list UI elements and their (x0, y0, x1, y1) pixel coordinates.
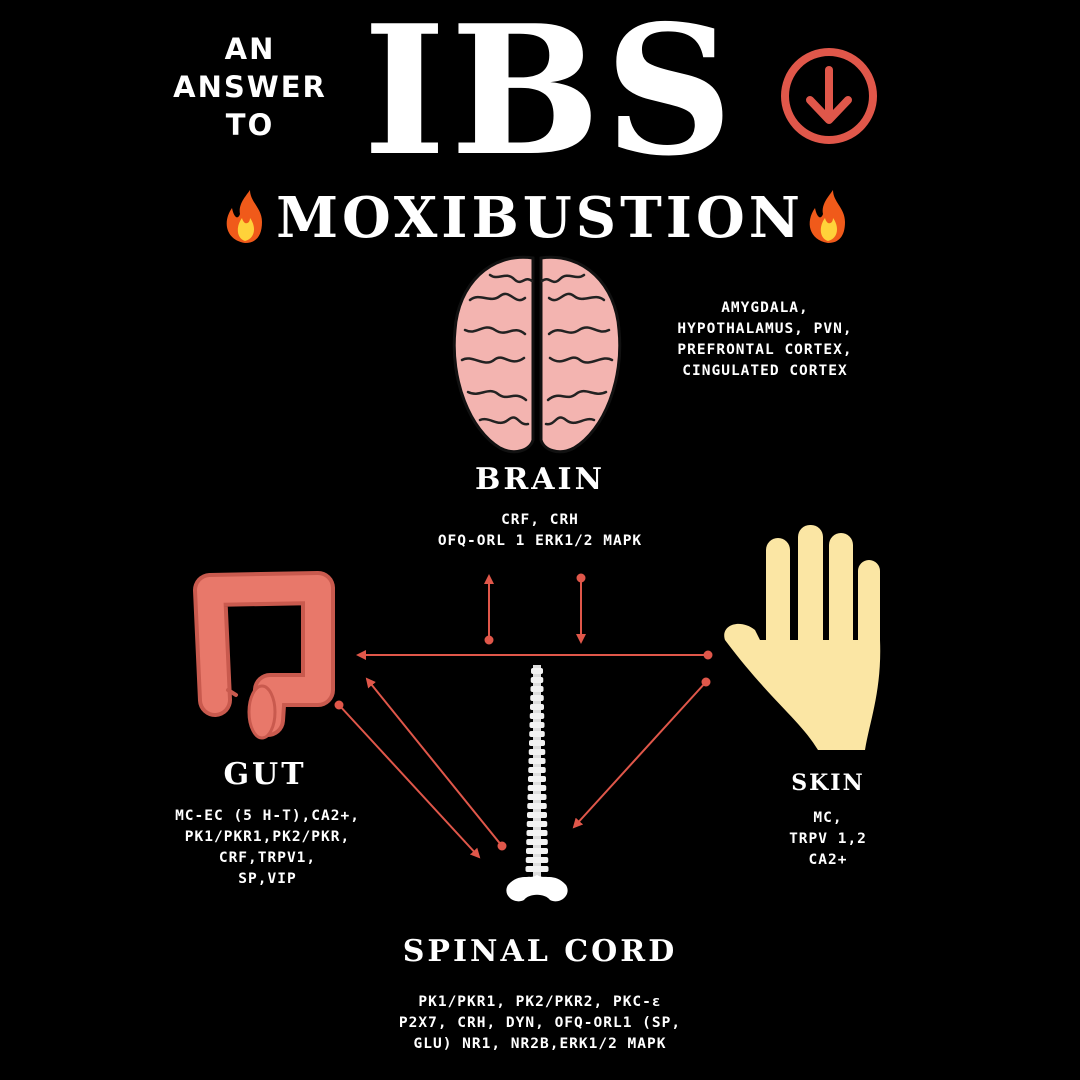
marker: CRF, CRH (501, 512, 579, 528)
brain-regions: AMYGDALA, HYPOTHALAMUS, PVN, PREFRONTAL … (640, 298, 890, 382)
marker: PK1/PKR1, PK2/PKR2, PKC-ε (418, 994, 662, 1010)
region: PREFRONTAL CORTEX, (677, 342, 853, 358)
brain-label: BRAIN (474, 462, 606, 497)
intro-line: ANSWER (173, 70, 327, 104)
spinal-cord-label: SPINAL CORD (402, 934, 678, 969)
region: HYPOTHALAMUS, PVN, (677, 321, 853, 337)
vertebra (527, 812, 547, 818)
gut-label: GUT (223, 757, 307, 792)
marker: OFQ-ORL 1 ERK1/2 MAPK (437, 533, 643, 549)
vertebra (526, 821, 548, 827)
skin-markers: MC, TRPV 1,2 CA2+ (768, 808, 888, 871)
vertebra (525, 857, 549, 863)
vertebra (530, 704, 544, 710)
marker: MC-EC (5 H-T),CA2+, (175, 808, 360, 824)
intro-text: AN ANSWER TO (150, 30, 350, 144)
vertebra (531, 668, 543, 674)
marker: GLU) NR1, NR2B,ERK1/2 MAPK (413, 1036, 667, 1052)
skin-to-spine-arrow (572, 681, 707, 829)
vertebra (525, 866, 549, 872)
brain-illustration (452, 255, 622, 454)
marker: MC, (813, 810, 843, 826)
marker: PK1/PKR1,PK2/PKR, (184, 829, 351, 845)
vertebra (527, 785, 547, 791)
vertebra (530, 677, 544, 683)
vertebra (530, 686, 544, 692)
vertebra (526, 830, 548, 836)
skin-label: SKIN (791, 770, 865, 796)
vertebra (530, 695, 544, 701)
marker: CA2+ (808, 852, 848, 868)
gut-markers: MC-EC (5 H-T),CA2+, PK1/PKR1,PK2/PKR, CR… (150, 806, 385, 890)
brain-markers: CRF, CRH OFQ-ORL 1 ERK1/2 MAPK (380, 510, 700, 552)
region: CINGULATED CORTEX (682, 363, 848, 379)
region: AMYGDALA, (721, 300, 809, 316)
vertebra (529, 722, 545, 728)
vertebra (528, 776, 546, 782)
fire-icon-left (226, 190, 262, 243)
intro-line: AN (224, 32, 276, 66)
fire-icon-right (809, 190, 845, 243)
marker: P2X7, CRH, DYN, OFQ-ORL1 (SP, (398, 1015, 682, 1031)
vertebra (529, 731, 545, 737)
marker: TRPV 1,2 (789, 831, 867, 847)
vertebra (526, 848, 548, 854)
vertebra (526, 839, 548, 845)
subtitle: MOXIBUSTION (276, 185, 804, 251)
vertebra (528, 767, 546, 773)
vertebra (527, 794, 547, 800)
hand-illustration (724, 525, 881, 750)
vertebra (528, 758, 546, 764)
gut-to-spine-arrow (338, 704, 481, 859)
download-arrow-icon (781, 48, 877, 144)
vertebra (529, 713, 545, 719)
spine-to-gut-arrow (365, 677, 503, 847)
marker: SP,VIP (238, 871, 297, 887)
vertebra (527, 803, 547, 809)
gut-illustration (193, 571, 335, 740)
vertebra (528, 749, 546, 755)
spinal-cord-illustration (506, 665, 568, 902)
spinal-cord-markers: PK1/PKR1, PK2/PKR2, PKC-ε P2X7, CRH, DYN… (360, 992, 720, 1055)
marker: CRF,TRPV1, (218, 850, 317, 866)
intro-line: TO (225, 108, 275, 142)
page-title: IBS (362, 0, 738, 195)
connection-arrows (334, 573, 713, 859)
vertebra (529, 740, 545, 746)
